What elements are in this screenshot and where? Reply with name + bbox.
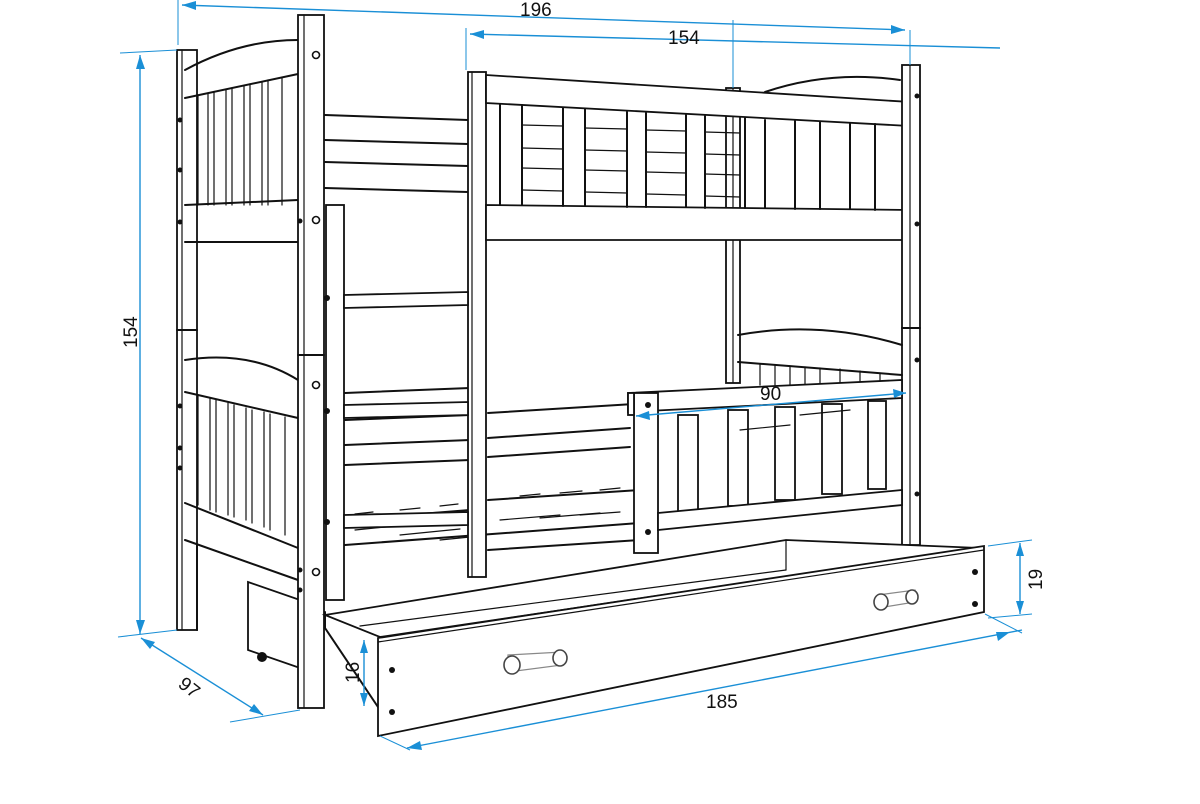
dimension-label-196: 196	[520, 0, 552, 21]
right-lower-headboard	[737, 328, 903, 386]
dimension-upper-rail-length: 154	[465, 20, 1001, 88]
dimension-label-19: 19	[1026, 569, 1047, 590]
dimension-label-90: 90	[760, 384, 781, 405]
dimension-label-16: 16	[343, 662, 364, 683]
drawer-handle-right	[873, 589, 919, 611]
dimension-total-length: 196	[177, 0, 911, 65]
front-left-post	[297, 14, 325, 709]
upper-side-rail	[485, 74, 911, 241]
dimension-label-97: 97	[174, 673, 204, 703]
side-drawer	[247, 580, 301, 670]
right-post	[901, 64, 921, 546]
dimension-drawer-length: 185	[379, 613, 1023, 751]
trundle-drawer	[321, 539, 985, 738]
drawer-handle-left	[503, 649, 568, 675]
ladder	[324, 71, 487, 601]
dimension-label-185: 185	[706, 692, 738, 713]
dimension-label-154-top: 154	[668, 28, 700, 49]
dimension-label-154-height: 154	[121, 316, 142, 348]
dimension-total-height: 154	[117, 49, 178, 638]
dimension-drawer-height-side: 19	[987, 539, 1047, 619]
guard-rail	[627, 379, 903, 554]
dimension-drawer-height-front: 16	[343, 640, 368, 706]
left-headboard	[176, 39, 299, 631]
dimension-guard-rail: 90	[635, 384, 907, 420]
